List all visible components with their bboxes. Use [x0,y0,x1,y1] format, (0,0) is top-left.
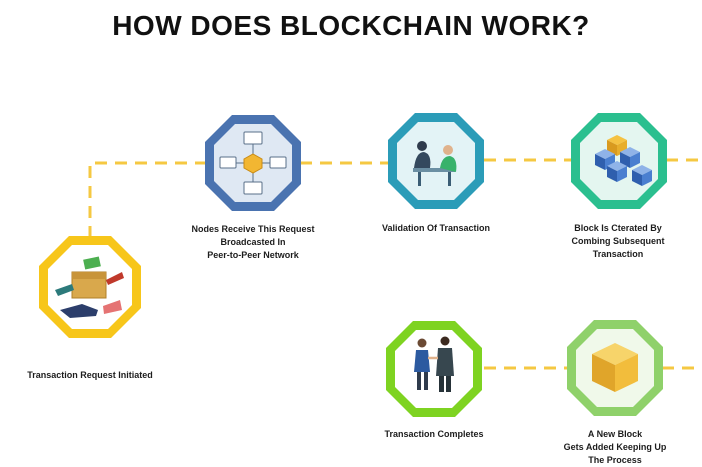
label-new-block: A New Block Gets Added Keeping Up The Pr… [563,429,667,465]
step-block-created-inner [580,122,658,200]
label-request: Transaction Request Initiated [27,370,153,380]
step-completes-inner [395,330,473,408]
hands-money-icon [55,256,124,318]
meeting-icon [413,141,457,186]
single-cube-icon [592,343,638,392]
label-completes: Transaction Completes [384,429,484,439]
label-nodes: Nodes Receive This Request Broadcasted I… [191,224,315,260]
step-nodes [205,115,301,211]
step-new-block [567,320,663,416]
label-validation: Validation Of Transaction [381,223,491,233]
network-nodes-icon [219,131,287,195]
step-request [39,236,141,338]
connectors [88,158,702,370]
step-block-created [571,113,667,209]
connector-request-nodes [88,161,205,238]
cube-cluster-icon [595,135,652,186]
page-title: HOW DOES BLOCKCHAIN WORK? [112,10,590,41]
handshake-icon [414,336,454,392]
step-validation [388,113,484,209]
step-completes [386,321,482,417]
label-block-created: Block Is Cterated By Combing Subsequent … [571,223,665,259]
step-validation-inner [397,122,475,200]
